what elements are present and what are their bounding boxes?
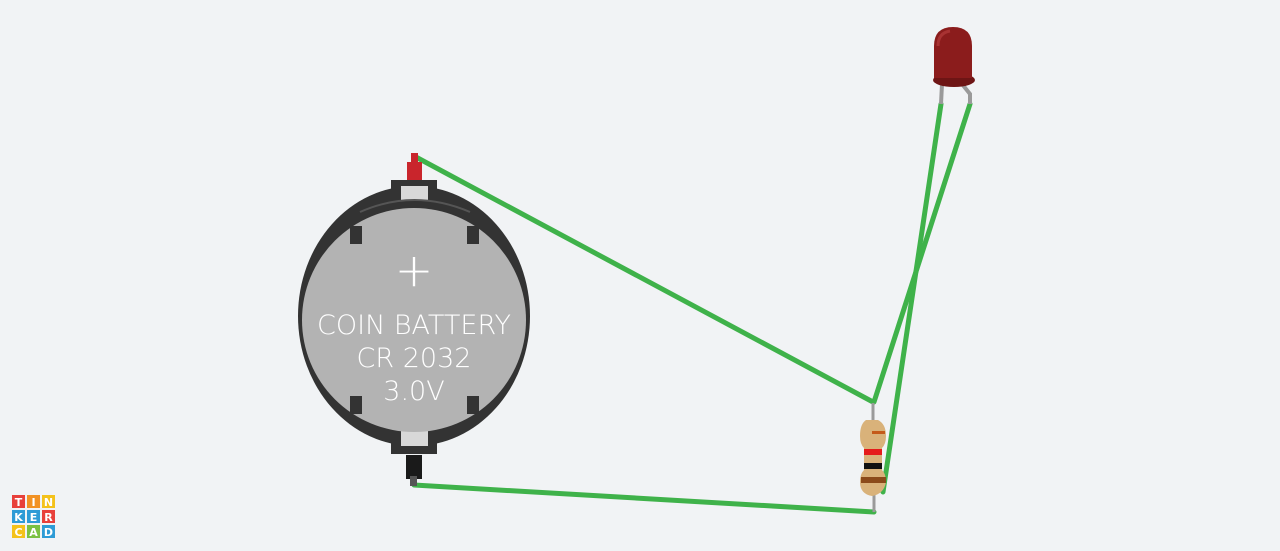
logo-letter-4: K	[14, 511, 23, 524]
logo-tile-6	[42, 510, 55, 523]
wires	[411, 101, 973, 515]
logo-tile-2	[27, 495, 40, 508]
logo-letter-1: T	[15, 496, 23, 509]
logo-letter-9: D	[44, 526, 53, 539]
logo-tile-4	[12, 510, 25, 523]
wire-battery-positive-to-resistor[interactable]	[411, 153, 876, 405]
led-bulb	[934, 27, 972, 78]
battery-label-model: CR 2032	[357, 343, 472, 374]
logo-tile-8	[27, 525, 40, 538]
logo-letter-2: I	[31, 496, 35, 509]
wire-led-anode-to-resistor-top[interactable]	[871, 101, 973, 405]
resistor-band-1	[872, 431, 885, 434]
battery-cell	[302, 208, 526, 432]
logo-letter-3: N	[44, 496, 53, 509]
logo-letter-8: A	[29, 526, 38, 539]
resistor-band-4	[861, 477, 886, 483]
logo-tile-7	[12, 525, 25, 538]
logo-letter-5: E	[30, 511, 38, 524]
wire-battery-negative-to-resistor[interactable]	[411, 482, 877, 515]
logo-tile-3	[42, 495, 55, 508]
resistor[interactable]	[860, 403, 886, 512]
led-anode-leg	[960, 82, 972, 104]
battery-positive-terminal[interactable]	[407, 162, 422, 184]
battery-label-name: COIN BATTERY	[317, 310, 511, 341]
logo-tile-5	[27, 510, 40, 523]
logo-tile-1	[12, 495, 25, 508]
coin-battery[interactable]: + COIN BATTERY CR 2032 3.0V	[298, 153, 530, 486]
led[interactable]	[933, 27, 975, 105]
resistor-band-3	[864, 463, 882, 469]
logo-tile-9	[42, 525, 55, 538]
wire-led-cathode-to-resistor-bottom[interactable]	[880, 101, 944, 495]
battery-label-voltage: 3.0V	[383, 376, 444, 407]
battery-plus-symbol: +	[395, 243, 434, 297]
logo-letter-7: C	[14, 526, 22, 539]
battery-negative-terminal[interactable]	[406, 455, 422, 479]
battery-negative-pin	[410, 476, 417, 486]
led-cathode-leg	[939, 83, 944, 105]
logo-letter-6: R	[44, 511, 53, 524]
tinkercad-logo[interactable]: T I N K E R C A D	[12, 495, 55, 539]
resistor-band-2	[864, 449, 882, 455]
battery-positive-pin	[411, 153, 418, 163]
